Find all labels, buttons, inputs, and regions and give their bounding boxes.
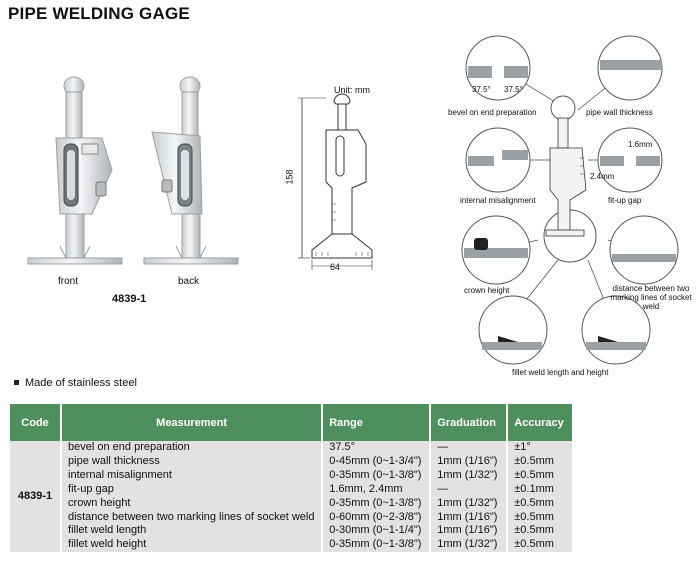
graduation-cell: —	[430, 441, 509, 455]
back-label: back	[178, 276, 200, 287]
measurement-cell: fillet weld height	[61, 538, 324, 553]
measurement-cell: internal misalignment	[61, 468, 324, 483]
accuracy-cell: ±0.5mm	[507, 454, 572, 469]
header-code: Code	[10, 404, 63, 441]
graduation-cell: 1mm (1/16")	[430, 510, 509, 525]
range-cell: 1.6mm, 2.4mm	[322, 482, 432, 497]
accuracy-cell: ±0.5mm	[507, 496, 572, 511]
range-cell: 0-30mm (0~1-1/4")	[322, 524, 432, 539]
measurement-cell: fillet weld length	[61, 524, 324, 539]
label-misalign: internal misalignment	[460, 196, 536, 205]
table-row: 4839-1 bevel on end preparation 37.5° — …	[10, 441, 572, 553]
table-row: fillet weld length 0-30mm (0~1-1/4") 1mm…	[10, 524, 572, 539]
table-row: fit-up gap 1.6mm, 2.4mm — ±0.1mm	[10, 482, 572, 497]
graduation-cell: 1mm (1/32")	[430, 468, 509, 483]
graduation-cell: 1mm (1/16")	[430, 454, 509, 469]
table-header-row: Code Measurement Range Graduation Accura…	[10, 404, 572, 441]
graduation-cell: 1mm (1/32")	[430, 538, 509, 553]
range-cell: 0-60mm (0~2-3/8")	[322, 510, 432, 525]
label-bevel-angle-left: 37.5°	[472, 85, 491, 94]
bullet-icon	[14, 379, 19, 385]
range-cell: 0-35mm (0~1-3/8")	[322, 496, 432, 511]
page-title: PIPE WELDING GAGE	[8, 4, 190, 23]
label-bevel: bevel on end preparation	[448, 108, 537, 117]
technical-drawing	[298, 93, 373, 270]
label-wall: pipe wall thickness	[586, 108, 653, 117]
table-row: distance between two marking lines of so…	[10, 510, 572, 525]
header-range: Range	[322, 404, 432, 441]
diagram-graphic	[461, 35, 679, 365]
accuracy-cell: ±0.5mm	[507, 468, 572, 483]
table-row: crown height 0-35mm (0~1-3/8") 1mm (1/32…	[10, 496, 572, 511]
accuracy-cell: ±1°	[507, 441, 572, 455]
model-number: 4839-1	[112, 293, 147, 305]
measurement-cell: pipe wall thickness	[61, 454, 324, 469]
label-crown: crown height	[464, 286, 510, 295]
measurement-cell: fit-up gap	[61, 482, 324, 497]
graduation-cell: 1mm (1/16")	[430, 524, 509, 539]
label-fitup-a: 1.6mm	[628, 140, 653, 149]
label-fitup-b: 2.4mm	[590, 172, 615, 181]
measurement-cell: crown height	[61, 496, 324, 511]
accuracy-cell: ±0.5mm	[507, 524, 572, 539]
front-photo	[27, 76, 123, 265]
label-socket: distance between two marking lines of so…	[610, 284, 692, 311]
measurement-cell: bevel on end preparation	[61, 441, 324, 455]
accuracy-cell: ±0.5mm	[507, 510, 572, 525]
feature-text: Made of stainless steel	[25, 377, 137, 389]
accuracy-cell: ±0.5mm	[507, 538, 572, 553]
accuracy-cell: ±0.1mm	[507, 482, 572, 497]
back-photo	[143, 76, 239, 265]
height-dimension: 158	[284, 169, 295, 185]
header-measurement: Measurement	[61, 404, 324, 441]
table-row: fillet weld height 0-35mm (0~1-3/8") 1mm…	[10, 538, 572, 553]
range-cell: 37.5°	[322, 441, 432, 455]
label-fillet: fillet weld length and height	[512, 368, 609, 377]
feature-bullet: Made of stainless steel	[14, 377, 137, 389]
range-cell: 0-45mm (0~1-3/4")	[322, 454, 432, 469]
header-graduation: Graduation	[430, 404, 509, 441]
measurement-diagram: 37.5° 37.5° bevel on end preparation pip…	[448, 30, 694, 380]
table-row: pipe wall thickness 0-45mm (0~1-3/4") 1m…	[10, 454, 572, 469]
graduation-cell: —	[430, 482, 509, 497]
measurement-cell: distance between two marking lines of so…	[61, 510, 324, 525]
code-cell: 4839-1	[10, 441, 63, 553]
front-label: front	[58, 276, 79, 287]
label-bevel-angle-right: 37.5°	[504, 85, 523, 94]
range-cell: 0-35mm (0~1-3/8")	[322, 538, 432, 553]
width-dimension: 64	[330, 262, 341, 272]
unit-label: Unit: mm	[334, 85, 370, 95]
graduation-cell: 1mm (1/32")	[430, 496, 509, 511]
range-cell: 0-35mm (0~1-3/8")	[322, 468, 432, 483]
header-accuracy: Accuracy	[507, 404, 572, 441]
spec-table: Code Measurement Range Graduation Accura…	[10, 404, 572, 553]
label-fitup: fit-up gap	[608, 196, 642, 205]
table-row: internal misalignment 0-35mm (0~1-3/8") …	[10, 468, 572, 483]
